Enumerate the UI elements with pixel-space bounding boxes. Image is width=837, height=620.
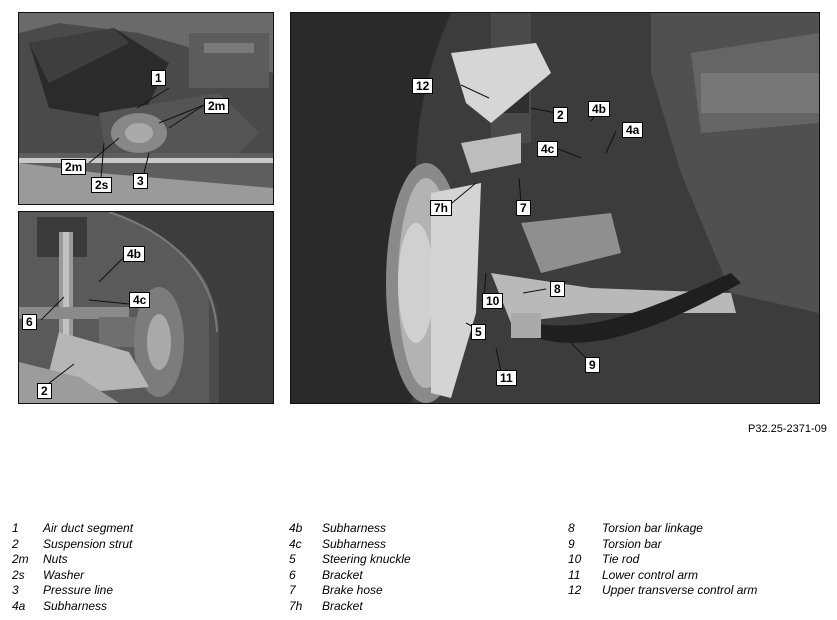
photo-engine-bay: 1 2m 2m 2s 3 <box>18 12 274 205</box>
callout-4c: 4c <box>129 292 151 308</box>
legend-desc: Bracket <box>322 567 363 582</box>
callout-7h: 7h <box>430 200 453 216</box>
legend-code: 5 <box>289 552 296 567</box>
legend-desc: Bracket <box>322 598 363 613</box>
callout-4b: 4b <box>123 246 146 262</box>
legend-desc: Brake hose <box>322 583 383 598</box>
legend-item: 7 Brake hose <box>289 583 549 599</box>
legend-code: 7 <box>289 583 296 598</box>
callout-2m: 2m <box>204 98 230 114</box>
legend-code: 6 <box>289 567 296 582</box>
callout-4c: 4c <box>537 141 559 157</box>
legend-desc: Upper transverse control arm <box>602 583 758 598</box>
callout-4b: 4b <box>588 101 611 117</box>
legend-item: 8 Torsion bar linkage <box>568 521 828 537</box>
legend-column-1: 1 Air duct segment 2 Suspension strut 2m Nu… <box>12 521 272 615</box>
photo-front-suspension: 12 2 4b 4a 4c 7h 7 10 8 5 11 9 <box>290 12 820 404</box>
callout-8: 8 <box>550 281 565 297</box>
legend-code: 4a <box>12 598 26 613</box>
legend-code: 1 <box>12 521 19 535</box>
legend-desc: Suspension strut <box>43 536 133 551</box>
legend-item: 9 Torsion bar <box>568 537 828 553</box>
callout-7: 7 <box>516 200 531 216</box>
callout-2: 2 <box>553 107 568 123</box>
legend-item: 1 Air duct segment <box>12 521 272 537</box>
legend-code: 7h <box>289 598 303 613</box>
legend-column-3: 8 Torsion bar linkage 9 Torsion bar 10 Tie … <box>568 521 828 599</box>
callout-9: 9 <box>585 357 600 373</box>
legend-code: 2s <box>12 567 25 582</box>
legend-desc: Air duct segment <box>43 521 134 535</box>
legend-code: 9 <box>568 536 575 551</box>
photo-wheel-strut: 4b 4c 6 2 <box>18 211 274 404</box>
legend-code: 2m <box>12 552 29 567</box>
legend-item: 6 Bracket <box>289 568 549 584</box>
legend-item: 10 Tie rod <box>568 552 828 568</box>
callout-3: 3 <box>133 173 148 189</box>
callout-5: 5 <box>471 324 486 340</box>
callout-10: 10 <box>482 293 504 309</box>
legend-code: 8 <box>568 521 575 535</box>
legend-item: 3 Pressure line <box>12 583 272 599</box>
callout-2s: 2s <box>91 177 113 193</box>
front-suspension-illustration <box>291 13 819 403</box>
legend-desc: Torsion bar <box>602 536 662 551</box>
legend-desc: Tie rod <box>602 552 640 567</box>
legend-code: 2 <box>12 536 19 551</box>
callout-12: 12 <box>412 78 434 94</box>
legend-desc: Steering knuckle <box>322 552 411 567</box>
callout-6: 6 <box>22 314 37 330</box>
legend-item: 2 Suspension strut <box>12 537 272 553</box>
legend-item: 2m Nuts <box>12 552 272 568</box>
callout-2m: 2m <box>61 159 87 175</box>
callout-4a: 4a <box>622 122 644 138</box>
legend-code: 10 <box>568 552 582 567</box>
legend-item: 4a Subharness <box>12 599 272 615</box>
legend-code: 12 <box>568 583 582 598</box>
legend-code: 3 <box>12 583 19 598</box>
legend-item: 4b Subharness <box>289 521 549 537</box>
legend-code: 11 <box>568 567 581 582</box>
legend-desc: Nuts <box>43 552 68 567</box>
legend-desc: Subharness <box>322 521 387 535</box>
legend-desc: Subharness <box>322 536 387 551</box>
legend-desc: Lower control arm <box>602 567 699 582</box>
legend-desc: Torsion bar linkage <box>602 521 703 535</box>
legend-item: 4c Subharness <box>289 537 549 553</box>
legend-desc: Pressure line <box>43 583 114 598</box>
callout-1: 1 <box>151 70 166 86</box>
legend-item: 2s Washer <box>12 568 272 584</box>
legend-item: 7h Bracket <box>289 599 549 615</box>
legend-code: 4b <box>289 521 303 535</box>
legend-item: 11 Lower control arm <box>568 568 828 584</box>
legend-item: 5 Steering knuckle <box>289 552 549 568</box>
callout-2: 2 <box>37 383 52 399</box>
document-reference: P32.25-2371-09 <box>748 423 827 435</box>
legend-item: 12 Upper transverse control arm <box>568 583 828 599</box>
callout-11: 11 <box>496 370 517 386</box>
legend-desc: Subharness <box>43 598 108 613</box>
legend-desc: Washer <box>43 567 85 582</box>
legend-code: 4c <box>289 536 302 551</box>
